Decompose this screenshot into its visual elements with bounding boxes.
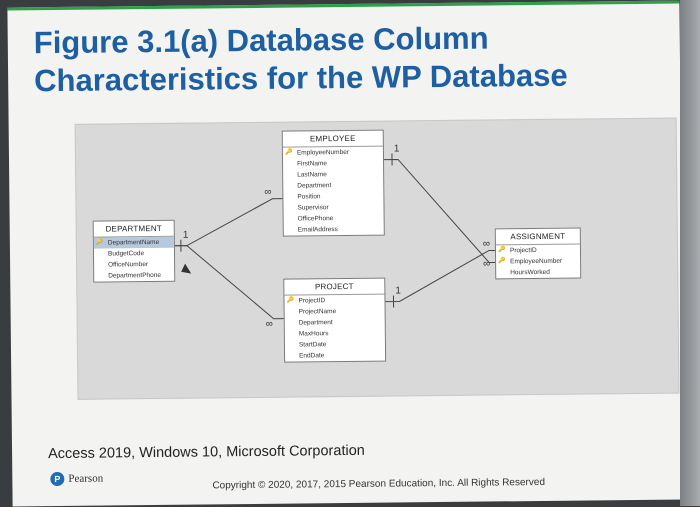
rel-line-employee-assignment (384, 158, 495, 263)
many-label-employee: ∞ (264, 187, 271, 198)
table-assignment[interactable]: ASSIGNMENT ProjectIDEmployeeNumberHoursW… (495, 228, 582, 280)
rel-line-department-project (173, 245, 284, 320)
slide-title: Figure 3.1(a) Database Column Characteri… (34, 18, 655, 100)
pearson-logo: P Pearson (50, 472, 103, 487)
table-employee[interactable]: EMPLOYEE EmployeeNumberFirstNameLastName… (282, 130, 385, 237)
field-employee-emailaddress[interactable]: EmailAddress (284, 224, 384, 236)
field-department-officenumber[interactable]: OfficeNumber (94, 259, 174, 271)
one-label-employee: 1 (394, 143, 400, 154)
field-project-enddate[interactable]: EndDate (285, 350, 385, 362)
rel-line-department-employee (172, 199, 282, 246)
slide: Figure 3.1(a) Database Column Characteri… (7, 0, 684, 506)
pearson-logo-icon: P (50, 472, 64, 486)
one-label-project: 1 (395, 285, 401, 296)
field-assignment-projectid[interactable]: ProjectID (496, 245, 580, 257)
slide-caption: Access 2019, Windows 10, Microsoft Corpo… (48, 443, 365, 462)
field-department-departmentphone[interactable]: DepartmentPhone (94, 270, 174, 282)
many-label-assignment-project: ∞ (483, 238, 490, 249)
relationships-canvas: 1 1 1 ∞ ∞ ∞ ∞ EMPLOYEE EmployeeNumberFir… (75, 118, 680, 400)
rel-line-project-assignment (385, 250, 496, 301)
table-header-assignment: ASSIGNMENT (496, 229, 580, 246)
copyright-notice: Copyright © 2020, 2017, 2015 Pearson Edu… (212, 477, 545, 491)
table-header-department: DEPARTMENT (94, 221, 174, 238)
many-label-project: ∞ (266, 319, 273, 330)
table-project[interactable]: PROJECT ProjectIDProjectNameDepartmentMa… (283, 278, 386, 363)
field-assignment-employeenumber[interactable]: EmployeeNumber (496, 256, 580, 268)
table-header-project: PROJECT (284, 279, 384, 296)
background-edge (680, 0, 700, 506)
one-label-department: 1 (183, 230, 189, 241)
many-label-assignment-employee: ∞ (483, 258, 490, 269)
field-department-budgetcode[interactable]: BudgetCode (94, 248, 174, 260)
arrow-cursor-icon (181, 264, 191, 274)
field-assignment-hoursworked[interactable]: HoursWorked (496, 267, 580, 279)
field-department-departmentname[interactable]: DepartmentName (94, 237, 174, 249)
table-header-employee: EMPLOYEE (283, 131, 383, 148)
pearson-logo-text: Pearson (68, 473, 103, 485)
table-department[interactable]: DEPARTMENT DepartmentNameBudgetCodeOffic… (93, 220, 176, 283)
